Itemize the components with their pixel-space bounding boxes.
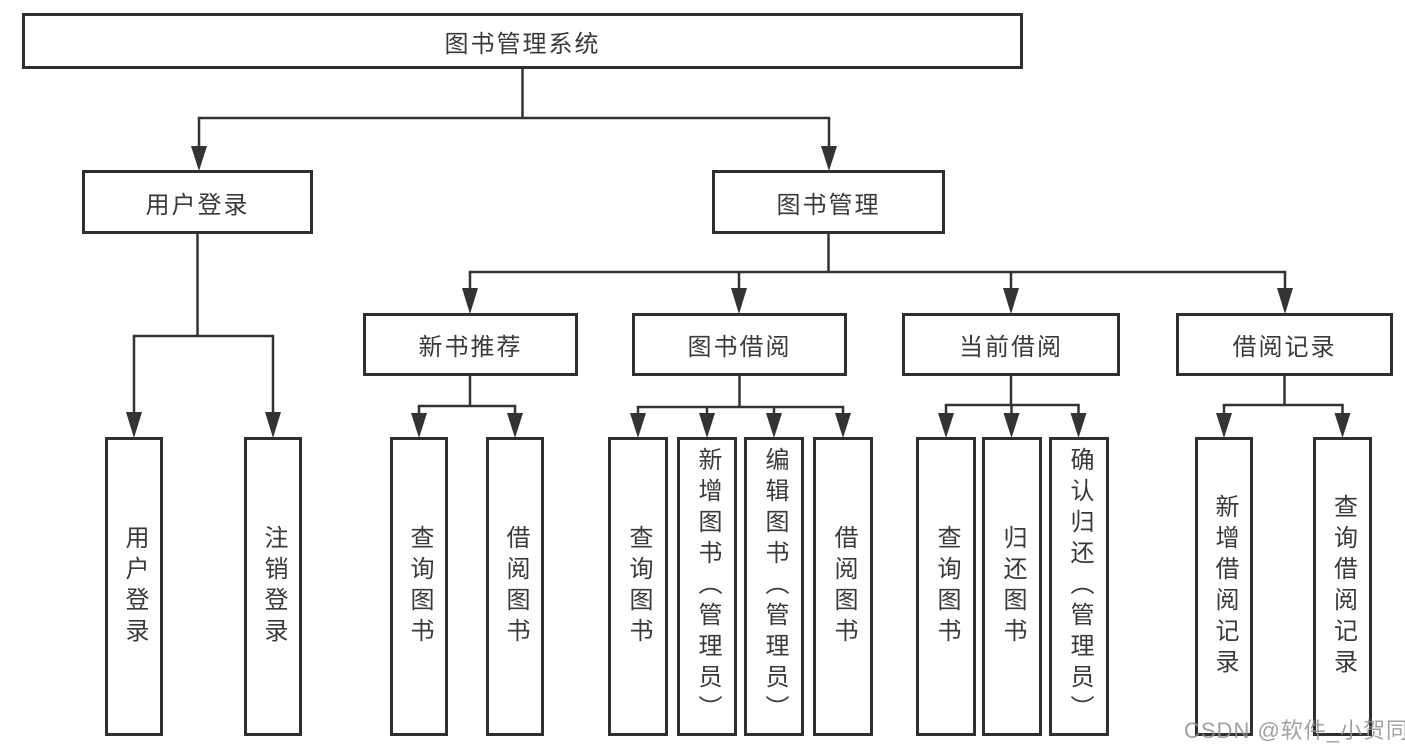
node-edit-book-admin: 编辑图书（管理员） (744, 437, 804, 736)
node-label: 用户登录 (145, 191, 250, 219)
node-label: 查询图书 (406, 524, 433, 649)
node-label: 注销登录 (260, 524, 287, 649)
node-label: 新增图书（管理员） (694, 447, 721, 726)
node-user-login: 用户登录 (82, 170, 313, 234)
node-label: 查询图书 (933, 524, 960, 649)
node-label: 查询借阅记录 (1329, 493, 1357, 680)
node-book-borrowing: 图书借阅 (632, 313, 847, 376)
node-query-borrow-record: 查询借阅记录 (1313, 437, 1372, 736)
node-add-book-admin: 新增图书（管理员） (677, 437, 737, 736)
node-label: 确认归还（管理员） (1066, 447, 1093, 726)
node-label: 归还图书 (999, 524, 1026, 649)
node-return-books: 归还图书 (982, 437, 1042, 736)
csdn-watermark: CSDN @软件_小贺同学 (1184, 718, 1405, 743)
node-label: 借阅图书 (830, 524, 857, 649)
node-query-books-current: 查询图书 (916, 437, 976, 736)
node-label: 用户登录 (121, 524, 148, 649)
node-library-management-system: 图书管理系统 (22, 13, 1023, 69)
node-user-login-action: 用户登录 (105, 437, 163, 736)
node-label: 新增借阅记录 (1211, 493, 1238, 680)
node-label: 图书管理 (776, 191, 881, 219)
node-confirm-return-admin: 确认归还（管理员） (1049, 437, 1109, 736)
node-query-books-recommend: 查询图书 (390, 437, 448, 736)
node-label: 图书借阅 (687, 334, 792, 361)
node-label: 图书管理系统 (444, 30, 601, 58)
node-book-management: 图书管理 (712, 170, 945, 234)
node-borrow-books-recommend: 借阅图书 (486, 437, 544, 736)
node-label: 当前借阅 (959, 334, 1063, 361)
node-borrow-books-borrowing: 借阅图书 (813, 437, 873, 736)
node-add-borrow-record: 新增借阅记录 (1195, 437, 1253, 736)
node-borrowing-records: 借阅记录 (1176, 313, 1393, 376)
node-label: 查询图书 (625, 524, 652, 649)
node-label: 借阅图书 (502, 524, 529, 649)
node-query-books-borrowing: 查询图书 (608, 437, 668, 736)
node-new-book-recommendation: 新书推荐 (363, 313, 578, 376)
node-logout-action: 注销登录 (244, 437, 302, 736)
node-label: 借阅记录 (1232, 334, 1337, 361)
node-current-borrowing: 当前借阅 (902, 313, 1120, 376)
node-label: 新书推荐 (418, 334, 523, 361)
node-label: 编辑图书（管理员） (761, 447, 788, 726)
